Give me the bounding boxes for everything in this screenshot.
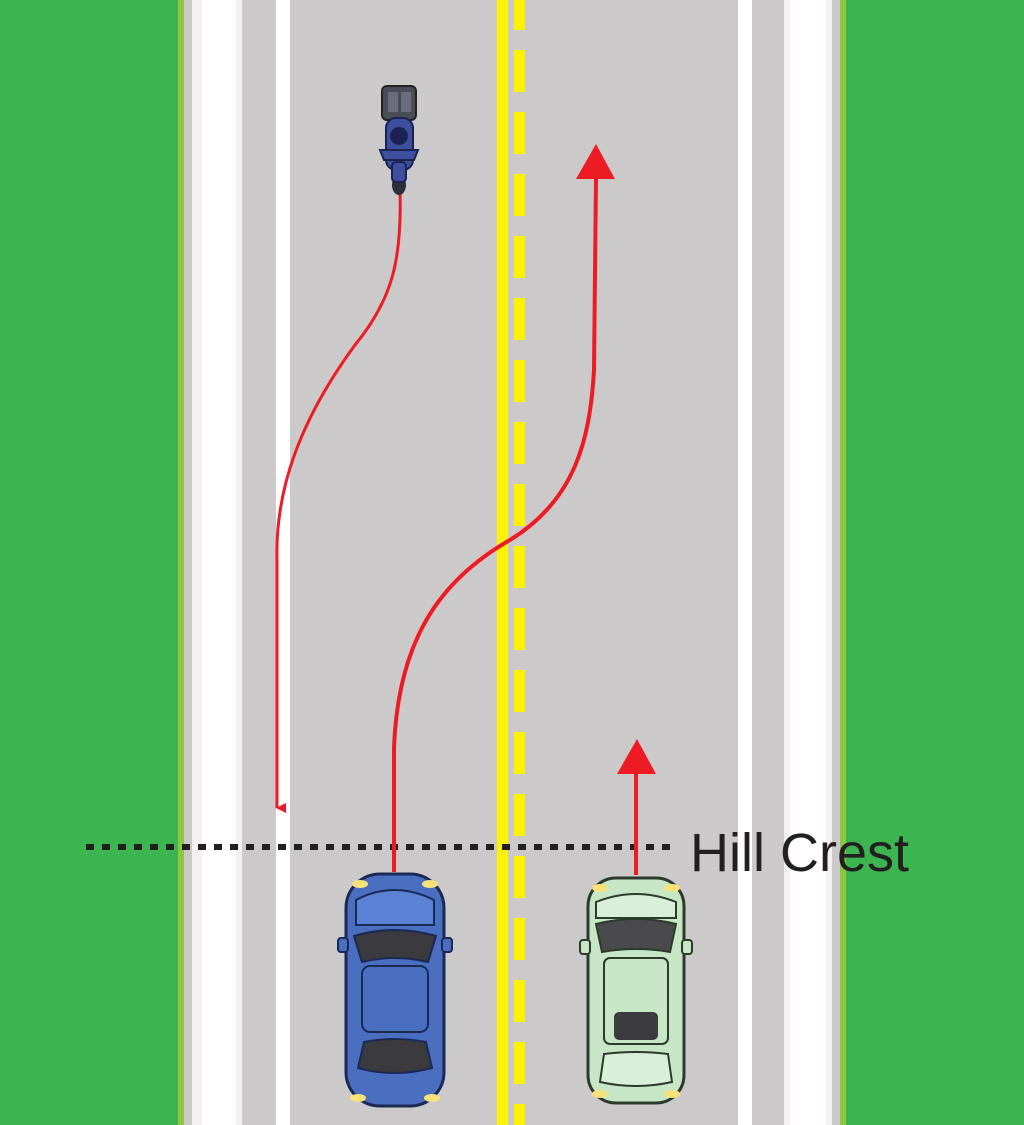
green-car-icon	[579, 876, 693, 1105]
passing-path-arrow	[392, 177, 598, 872]
motorcycle-icon	[378, 85, 420, 195]
edge-line-right	[738, 0, 752, 1125]
hill-crest-label: Hill Crest	[690, 823, 910, 883]
grass-left	[0, 0, 180, 1125]
shoulder-right-inner	[790, 0, 826, 1125]
grass-right	[846, 0, 1024, 1125]
edge-line-left	[276, 0, 290, 1125]
blue-car-icon	[337, 872, 453, 1108]
motorcycle-path-arrow	[275, 191, 402, 813]
grass-edge-left	[178, 0, 184, 1125]
shoulder-left-inner	[202, 0, 236, 1125]
grass-edge-right	[840, 0, 846, 1125]
road-surface	[184, 0, 840, 1125]
passing-path-arrowhead	[576, 144, 615, 179]
green-car-path-arrowhead	[617, 739, 656, 774]
center-line-dashed	[514, 0, 525, 1125]
center-line-solid	[497, 0, 508, 1125]
